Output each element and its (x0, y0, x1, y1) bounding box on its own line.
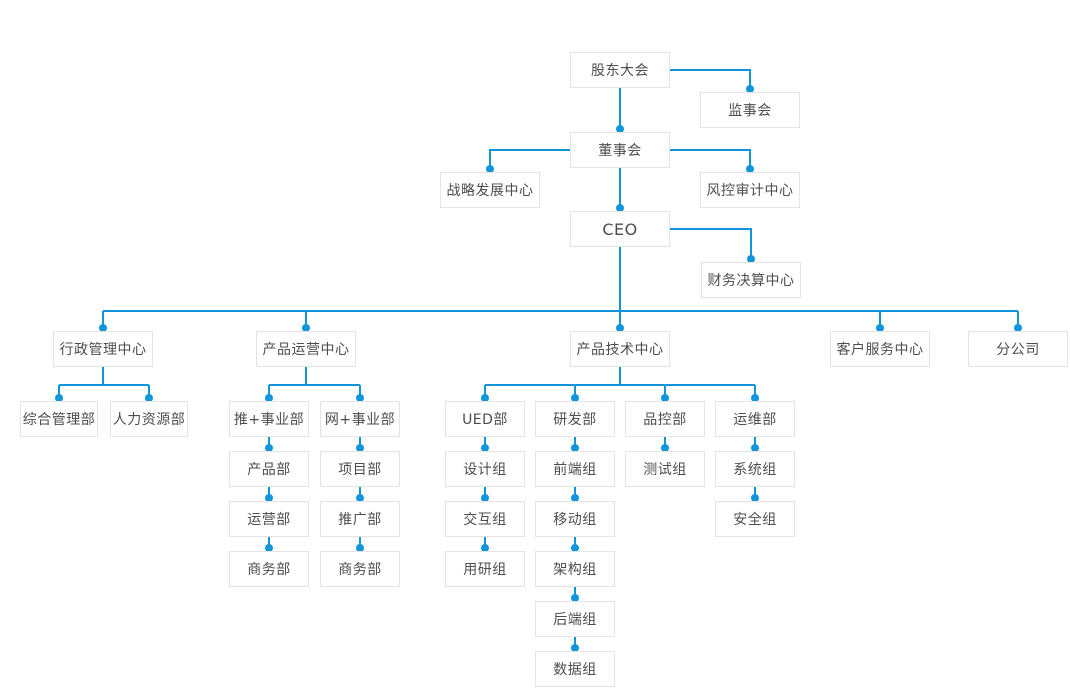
org-node-system: 系统组 (715, 451, 795, 487)
org-node-project: 项目部 (320, 451, 400, 487)
org-node-interaction: 交互组 (445, 501, 525, 537)
org-node-ceo: CEO (570, 211, 670, 247)
org-node-rd: 研发部 (535, 401, 615, 437)
org-node-qc: 品控部 (625, 401, 705, 437)
org-node-supervisory: 监事会 (700, 92, 800, 128)
connector-line (489, 149, 570, 172)
connector-line (670, 69, 751, 92)
org-node-arch: 架构组 (535, 551, 615, 587)
org-node-safety: 安全组 (715, 501, 795, 537)
org-node-ued: UED部 (445, 401, 525, 437)
org-node-tui: 推+事业部 (229, 401, 309, 437)
org-node-datagroup: 数据组 (535, 651, 615, 687)
org-node-board: 董事会 (570, 132, 670, 168)
connector-line (670, 228, 752, 262)
org-node-frontend: 前端组 (535, 451, 615, 487)
org-node-tech: 产品技术中心 (570, 331, 670, 367)
org-node-admin: 行政管理中心 (53, 331, 153, 367)
org-node-om: 运维部 (715, 401, 795, 437)
org-node-design: 设计组 (445, 451, 525, 487)
org-node-backend: 后端组 (535, 601, 615, 637)
org-node-service: 客户服务中心 (830, 331, 930, 367)
org-node-branch: 分公司 (968, 331, 1068, 367)
org-node-strategy: 战略发展中心 (440, 172, 540, 208)
org-node-promotion: 推广部 (320, 501, 400, 537)
org-node-finance: 财务决算中心 (701, 262, 801, 298)
org-node-operation: 产品运营中心 (256, 331, 356, 367)
org-node-hr: 人力资源部 (110, 401, 188, 437)
org-node-product: 产品部 (229, 451, 309, 487)
org-node-risk: 风控审计中心 (700, 172, 800, 208)
org-node-wang: 网+事业部 (320, 401, 400, 437)
org-node-opsdept: 运营部 (229, 501, 309, 537)
org-node-biz1: 商务部 (229, 551, 309, 587)
connector-line (670, 149, 751, 172)
org-node-shareholders: 股东大会 (570, 52, 670, 88)
org-node-general: 综合管理部 (20, 401, 98, 437)
org-node-research: 用研组 (445, 551, 525, 587)
org-node-test: 测试组 (625, 451, 705, 487)
org-node-mobile: 移动组 (535, 501, 615, 537)
org-node-biz2: 商务部 (320, 551, 400, 587)
